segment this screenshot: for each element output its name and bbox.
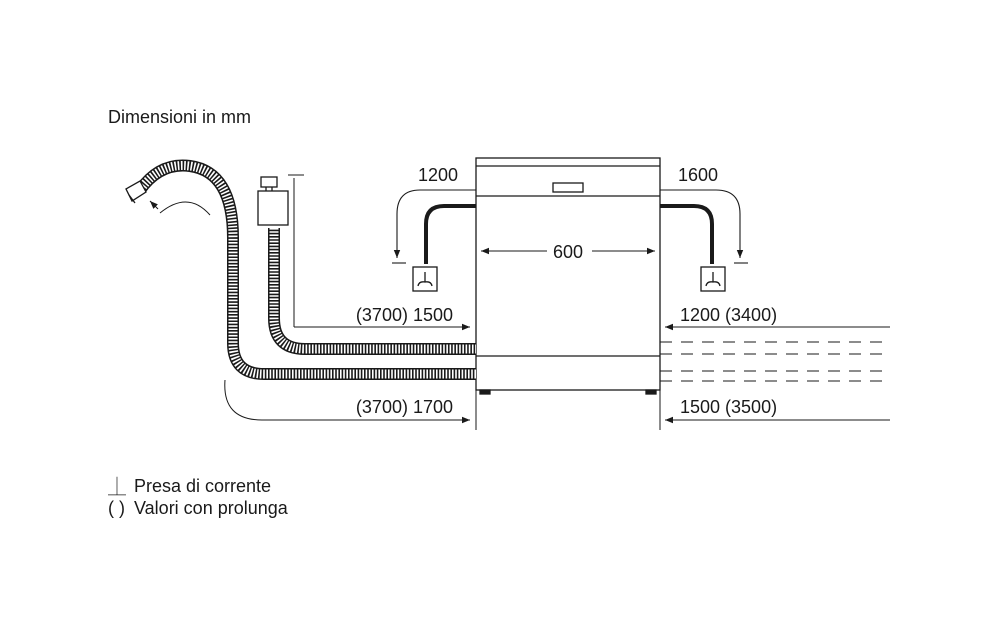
dishwasher-body — [475, 157, 661, 395]
power-cables — [424, 204, 714, 264]
legend-extension-row: ( ) Valori con prolunga — [108, 497, 288, 519]
dim-right-bottom: 1500 (3500) — [680, 397, 777, 417]
drain-hose — [135, 159, 476, 380]
dim-width: 600 — [553, 242, 583, 262]
socket-symbol-icon: ⏊ — [108, 477, 126, 497]
legend-extension-label: Valori con prolunga — [134, 497, 288, 518]
socket-icon — [412, 266, 438, 292]
legend-socket-row: ⏊ Presa di corrente — [108, 475, 288, 498]
dim-right-mid: 1200 (3400) — [680, 305, 777, 325]
dim-left-bottom: (3700) 1700 — [356, 397, 453, 417]
extension-symbol: ( ) — [108, 497, 125, 518]
reference-lines — [159, 174, 890, 430]
dim-left-mid: (3700) 1500 — [356, 305, 453, 325]
aquastop-valve-icon — [257, 176, 289, 226]
socket-icon — [700, 266, 726, 292]
control-panel-display — [552, 182, 584, 193]
legend-socket-label: Presa di corrente — [134, 475, 272, 496]
diagram-title: Dimensioni in mm — [108, 107, 252, 127]
legend: ⏊ Presa di corrente ( ) Valori con prolu… — [108, 475, 288, 519]
water-inlet-hose — [268, 228, 476, 355]
hose-routing-lines — [660, 341, 890, 382]
dim-left-top: 1200 — [418, 165, 458, 185]
dim-right-top: 1600 — [678, 165, 718, 185]
drain-hose-end-icon — [125, 180, 147, 204]
cable-reach-arrows — [392, 189, 748, 264]
